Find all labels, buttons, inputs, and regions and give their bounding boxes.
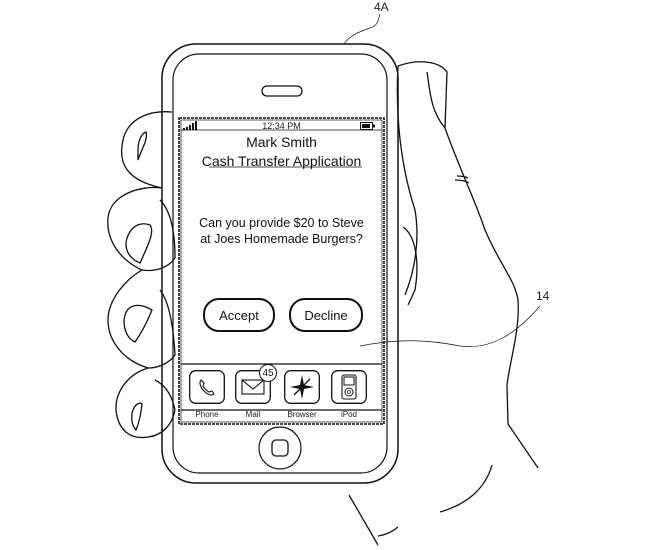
accept-button[interactable]: Accept [203, 298, 275, 332]
dock-item-phone[interactable] [189, 370, 225, 404]
dock-item-ipod[interactable] [331, 370, 367, 404]
phone-screen: 12:34 PM Mark Smith Cash Transfer Applic… [179, 118, 384, 424]
phone-icon [189, 370, 225, 404]
speaker-slot [261, 85, 303, 97]
dock-item-mail[interactable]: 45 [235, 364, 277, 404]
dock-label-phone: Phone [195, 410, 219, 419]
mail-badge: 45 [259, 364, 277, 382]
battery-icon [360, 122, 375, 130]
compass-icon [284, 370, 320, 404]
dock-label-mail: Mail [245, 410, 261, 419]
app-title: Cash Transfer Application [201, 153, 362, 169]
message-line-1: Can you provide $20 to Steve [199, 216, 364, 230]
decline-button[interactable]: Decline [289, 298, 363, 332]
home-button-outline [258, 426, 302, 470]
signal-bars-icon [183, 121, 197, 130]
dock-label-browser: Browser [287, 410, 317, 419]
message-line-2: at Joes Homemade Burgers? [200, 232, 363, 246]
dock-label-ipod: iPod [340, 410, 357, 419]
dock-item-browser[interactable] [284, 370, 320, 404]
ipod-icon [331, 370, 367, 404]
mail-icon [235, 370, 271, 404]
transfer-request-message: Can you provide $20 to Steve at Joes Hom… [179, 215, 384, 247]
home-button[interactable] [259, 427, 301, 469]
reference-label-4a: 4A [374, 0, 389, 14]
status-time: 12:34 PM [262, 121, 301, 131]
reference-label-14: 14 [536, 289, 550, 303]
user-name: Mark Smith [246, 134, 317, 150]
